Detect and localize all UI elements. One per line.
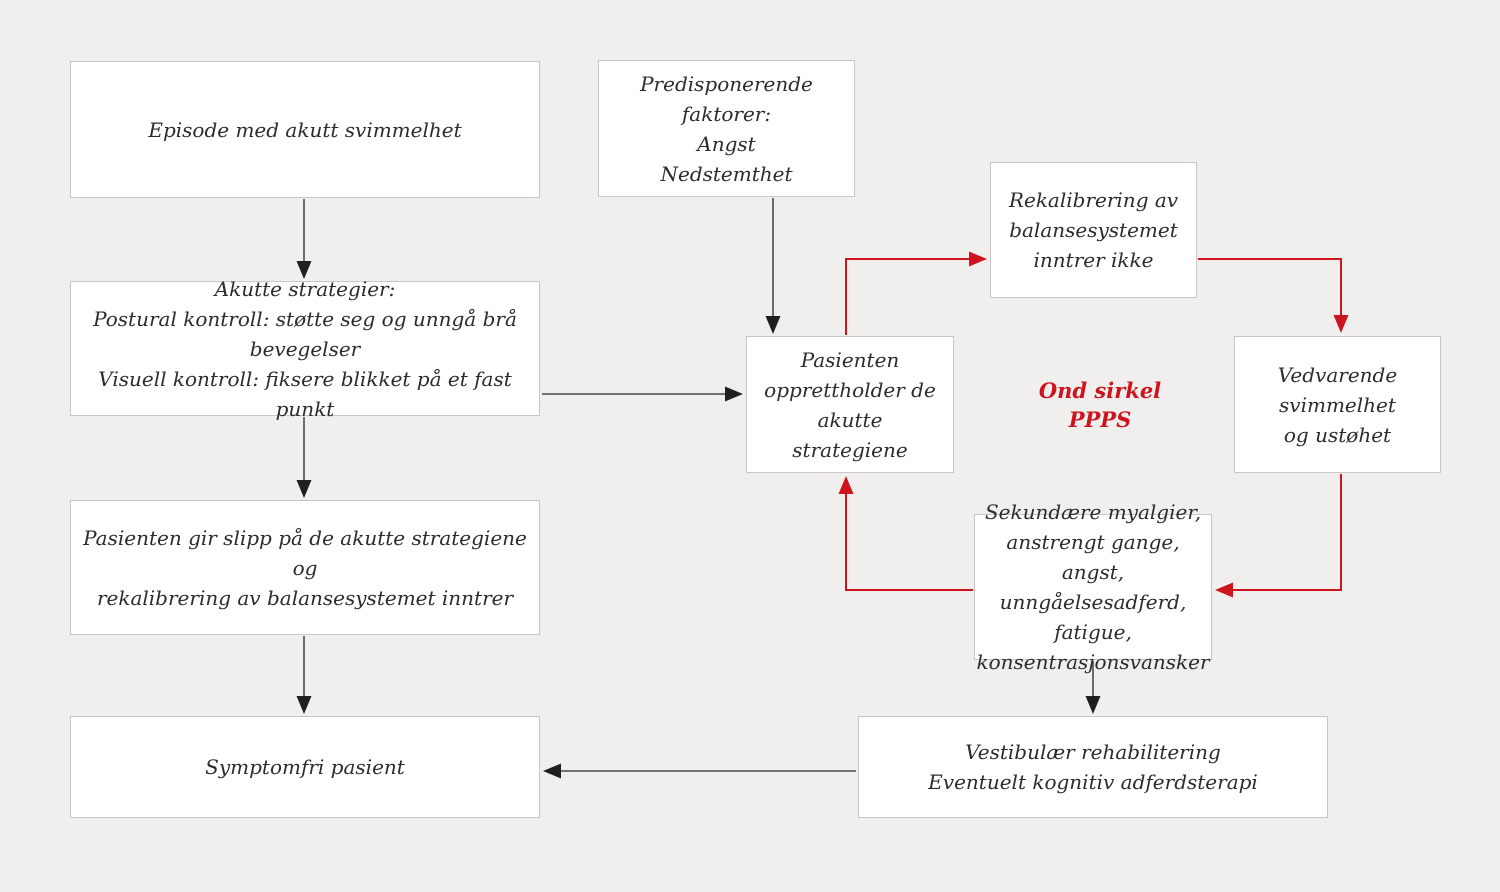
- box-opprettholder: Pasienten opprettholder de akutte strate…: [746, 336, 954, 473]
- box-sekundaere-text: Sekundære myalgier, anstrengt gange, ang…: [976, 500, 1210, 674]
- box-sekundaere: Sekundære myalgier, anstrengt gange, ang…: [974, 500, 1212, 674]
- box-symptomfri-text: Symptomfri pasient: [205, 755, 405, 779]
- label-ond-sirkel-text: Ond sirkel PPPS: [1038, 378, 1162, 432]
- arrow-vedvarende-to-sekundaere: [1215, 474, 1342, 598]
- box-predisponerende-text: Predisponerende faktorer: Angst Nedstemt…: [640, 71, 813, 186]
- box-gir-slipp: Pasienten gir slipp på de akutte strateg…: [70, 500, 540, 635]
- box-opprettholder-text: Pasienten opprettholder de akutte strate…: [764, 347, 936, 462]
- box-vestibulaer: Vestibulær rehabilitering Eventuelt kogn…: [858, 716, 1328, 818]
- box-gir-slipp-text: Pasienten gir slipp på de akutte strateg…: [83, 525, 527, 610]
- box-episode: Episode med akutt svimmelhet: [70, 61, 540, 198]
- label-ond-sirkel: Ond sirkel PPPS: [1000, 374, 1200, 436]
- arrow-sekundaere-to-opprettholder: [838, 476, 973, 591]
- arrow-rekalibrering-to-vedvarende: [1198, 258, 1349, 333]
- box-predisponerende: Predisponerende faktorer: Angst Nedstemt…: [598, 60, 855, 197]
- box-symptomfri: Symptomfri pasient: [70, 716, 540, 818]
- box-vedvarende: Vedvarende svimmelhet og ustøhet: [1234, 336, 1441, 473]
- box-akutte-strategier: Akutte strategier: Postural kontroll: st…: [70, 277, 540, 421]
- box-rekalibrering-ikke: Rekalibrering av balansesystemet inntrer…: [990, 162, 1197, 298]
- box-rekalibrering-ikke-text: Rekalibrering av balansesystemet inntrer…: [1008, 188, 1179, 272]
- arrow-opprettholder-to-rekalibrering: [845, 251, 987, 335]
- box-vestibulaer-text: Vestibulær rehabilitering Eventuelt kogn…: [928, 740, 1258, 794]
- box-episode-text: Episode med akutt svimmelhet: [148, 117, 462, 142]
- box-akutte-strategier-text: Akutte strategier: Postural kontroll: st…: [93, 276, 517, 421]
- box-vedvarende-text: Vedvarende svimmelhet og ustøhet: [1277, 362, 1398, 447]
